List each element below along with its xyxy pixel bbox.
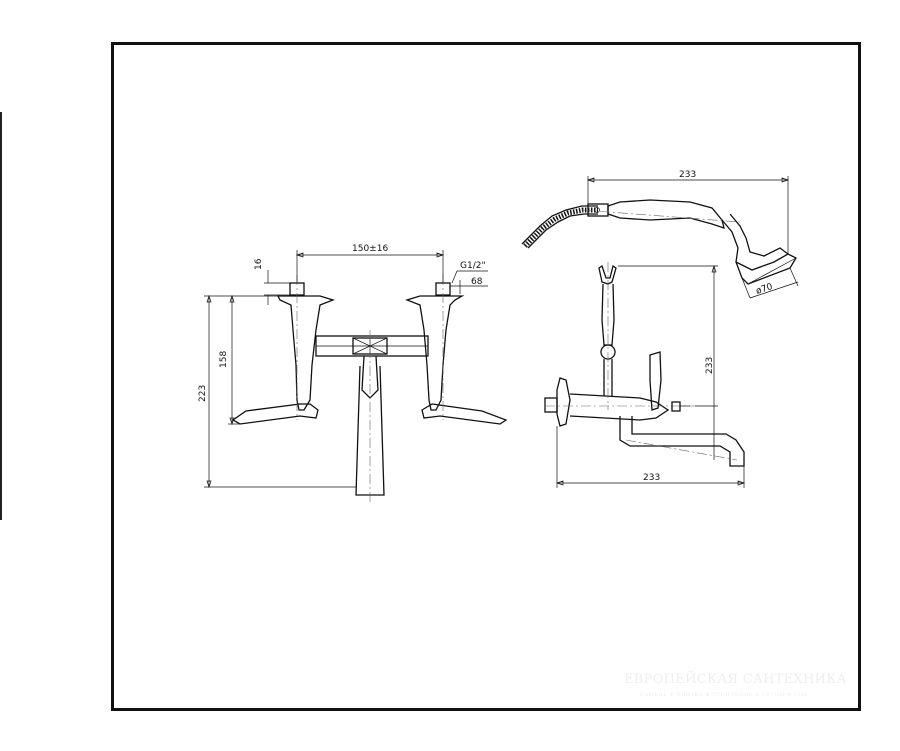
- dim-158-label: 158: [219, 351, 229, 368]
- dim-68-label: 68: [471, 277, 483, 287]
- side-view: 233 233: [521, 170, 799, 488]
- mixer-body: [545, 351, 695, 421]
- front-view: 150±16 16 G1/2" 68 158: [198, 244, 508, 505]
- dim-150-label: 150±16: [352, 244, 388, 254]
- dim-233-shower-label: 233: [679, 170, 696, 180]
- crossbar: [315, 335, 429, 357]
- left-edge-rule: [0, 112, 2, 520]
- wall-connector: [544, 377, 571, 427]
- side-spout: [619, 416, 745, 467]
- drawing-frame: [111, 42, 861, 711]
- dim-16-label: 16: [254, 258, 264, 270]
- side-vertical-dimension: 233: [618, 264, 718, 460]
- right-valve: [405, 275, 508, 425]
- dim-d70-label: ø70: [755, 282, 774, 297]
- front-dimensions: 150±16 16 G1/2" 68 158: [198, 244, 488, 489]
- dim-223-label: 223: [198, 385, 208, 402]
- side-spout-dimension: 233: [555, 426, 746, 488]
- shower-holder: [598, 262, 617, 410]
- left-valve: [231, 275, 335, 425]
- watermark-subtitle: САМЕНЬ ★ ПЛИТКА ★ ОТОПЛЕНИЕ ★ САУНЫ ★ СП…: [640, 692, 808, 698]
- dim-g12-label: G1/2": [460, 261, 486, 271]
- watermark-title: ЕВРОПЕЙСКАЯ САНТЕХНИКА: [624, 672, 847, 687]
- dim-233-spout-label: 233: [643, 473, 660, 483]
- hand-shower: 233 ø70: [521, 170, 799, 299]
- dim-233-vertical-label: 233: [705, 357, 715, 374]
- front-spout: [355, 330, 385, 505]
